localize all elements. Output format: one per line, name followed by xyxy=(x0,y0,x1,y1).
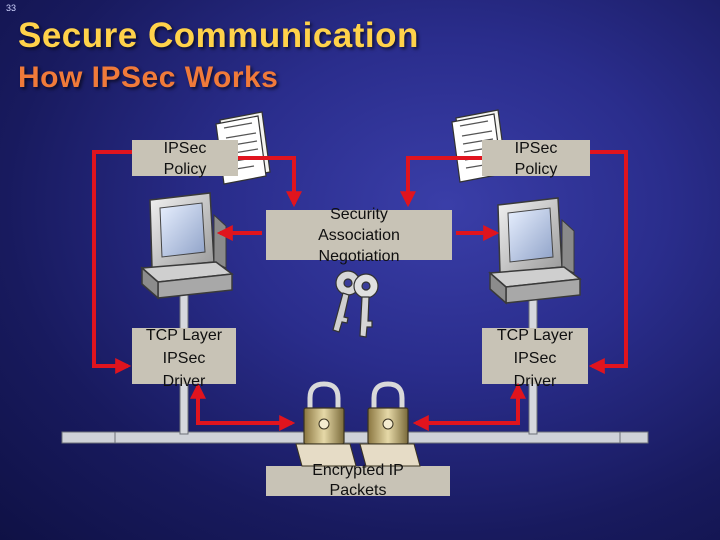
right-policy-line1: IPSec xyxy=(514,140,558,157)
right-policy-line2: Policy xyxy=(514,161,558,178)
label-boxes xyxy=(132,140,590,496)
encrypted-packets-label: Encrypted IP Packets xyxy=(266,461,450,501)
left-driver-line2: Driver xyxy=(162,373,206,390)
right-driver-line1: IPSec xyxy=(513,350,557,367)
left-computer-icon xyxy=(140,192,234,435)
left-policy-line1: IPSec xyxy=(163,140,207,157)
network-cable xyxy=(61,431,649,444)
slide-subtitle: How IPSec Works xyxy=(18,61,279,94)
left-padlock-icon xyxy=(295,381,357,467)
sa-line3: Negotiation xyxy=(318,248,400,265)
right-stack-label: TCP Layer IPSec Driver xyxy=(482,324,588,393)
left-driver-line1: IPSec xyxy=(162,350,206,367)
sa-line2: Association xyxy=(318,227,400,244)
keys-icon xyxy=(332,270,379,338)
right-driver-line2: Driver xyxy=(513,373,557,390)
right-padlock-icon xyxy=(359,381,421,467)
left-tcp-layer: TCP Layer xyxy=(145,327,223,344)
slide-title: Secure Communication xyxy=(18,16,419,55)
right-computer-icon xyxy=(488,197,582,435)
sa-negotiation-label: Security Association Negotiation xyxy=(266,204,452,267)
packets-line1: Encrypted IP xyxy=(312,462,404,479)
flow-arrows xyxy=(92,150,628,431)
left-ipsec-policy-label: IPSec Policy xyxy=(132,138,238,180)
right-tcp-layer: TCP Layer xyxy=(496,327,574,344)
packets-line2: Packets xyxy=(329,482,387,499)
slide-number: 33 xyxy=(6,3,17,13)
left-stack-label: TCP Layer IPSec Driver xyxy=(132,324,236,393)
right-ipsec-policy-label: IPSec Policy xyxy=(482,138,590,180)
left-policy-line2: Policy xyxy=(163,161,207,178)
sa-line1: Security xyxy=(330,206,388,223)
